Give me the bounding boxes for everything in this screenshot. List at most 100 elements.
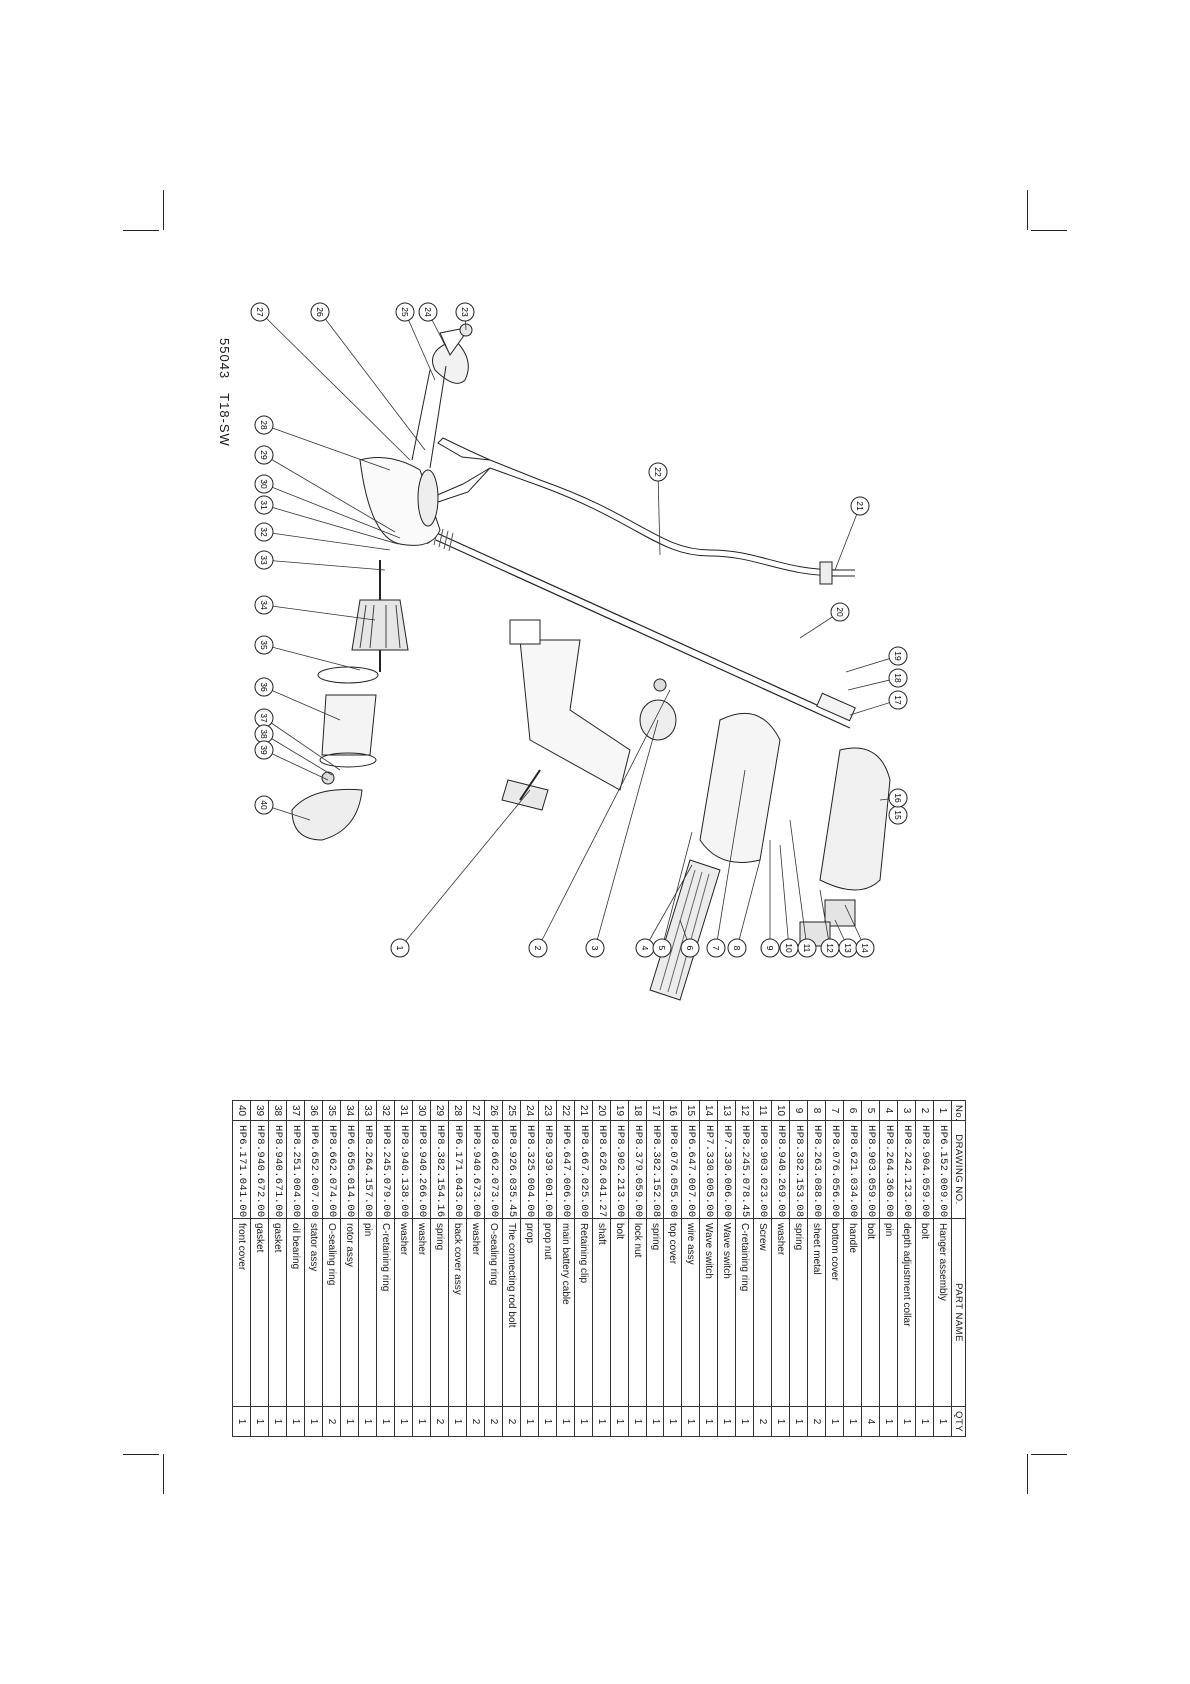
part-name: Screw: [753, 1218, 772, 1407]
quantity: 2: [484, 1406, 503, 1437]
callout-bubble: 14: [855, 938, 875, 958]
callout-number: 2: [533, 946, 543, 951]
header-drawing-no: DRAWING NO.: [951, 1120, 966, 1219]
callout-number: 39: [259, 745, 269, 755]
quantity: 1: [574, 1406, 593, 1437]
drawing-number: HP8.325.004.00: [520, 1120, 539, 1219]
part-name: Hanger assembly: [933, 1218, 952, 1407]
callout-number: 18: [893, 673, 903, 683]
callout-leader-line: [657, 471, 661, 556]
row-number: 1: [933, 1100, 952, 1121]
callout-number: 20: [835, 607, 845, 617]
callout-bubble: 10: [779, 938, 799, 958]
row-number: 14: [699, 1100, 718, 1121]
callout-leader-line: [263, 686, 341, 721]
row-number: 38: [268, 1100, 287, 1121]
part-name: depth adjustment collar: [897, 1218, 916, 1407]
model-label: 55043 T18-SW: [212, 338, 232, 447]
callout-leader-line: [594, 719, 659, 949]
part-name: washer: [394, 1218, 413, 1407]
part-name: prop: [520, 1218, 539, 1407]
quantity: 2: [322, 1406, 341, 1437]
shaft-part: [425, 524, 856, 729]
quantity: 1: [556, 1406, 575, 1437]
quantity: 1: [376, 1406, 395, 1437]
callout-number: 25: [400, 307, 410, 317]
callout-bubble: 27: [250, 302, 270, 322]
callout-leader-line: [263, 717, 341, 771]
row-number: 8: [807, 1100, 826, 1121]
callout-number: 7: [711, 946, 721, 951]
quantity: 1: [879, 1406, 898, 1437]
callout-leader-line: [319, 311, 426, 451]
callout-bubble: 1: [390, 938, 410, 958]
drawing-number: HP8.076.056.00: [825, 1120, 844, 1219]
row-number: 40: [232, 1100, 251, 1121]
quantity: 1: [250, 1406, 269, 1437]
row-number: 39: [250, 1100, 269, 1121]
drawing-number: HP8.667.025.00: [574, 1120, 593, 1219]
drawing-number: HP8.940.138.00: [394, 1120, 413, 1219]
callout-number: 40: [259, 800, 269, 810]
exploded-parts-diagram: 1234567891011121314151617181920212223242…: [250, 302, 908, 1001]
callout-number: 26: [315, 307, 325, 317]
callout-number: 27: [255, 307, 265, 317]
callout-leader-line: [789, 819, 808, 949]
callout-bubble: 9: [760, 938, 780, 958]
callout-number: 35: [259, 640, 269, 650]
drawing-number: HP8.242.123.00: [897, 1120, 916, 1219]
back-cover-part: [359, 457, 441, 546]
stator-part: [317, 666, 379, 768]
callout-bubble: 24: [418, 302, 438, 322]
callout-leader-line: [263, 559, 386, 571]
callout-number: 37: [259, 713, 269, 723]
row-number: 18: [628, 1100, 647, 1121]
row-number: 9: [789, 1100, 808, 1121]
crop-mark-bottom-right-v: [1027, 1454, 1028, 1494]
row-number: 17: [646, 1100, 664, 1121]
part-name: gasket: [268, 1218, 287, 1407]
row-number: 11: [753, 1100, 772, 1121]
callout-number: 9: [765, 946, 775, 951]
part-name: bottom cover: [825, 1218, 844, 1407]
callout-bubble: 26: [310, 302, 330, 322]
header-qty: QTY: [951, 1406, 966, 1437]
callout-bubble: 21: [850, 496, 870, 516]
callout-bubble: 15: [888, 805, 908, 825]
row-number: 32: [376, 1100, 395, 1121]
quantity: 2: [466, 1406, 485, 1437]
row-number: 5: [861, 1100, 880, 1121]
quantity: 1: [268, 1406, 287, 1437]
callout-number: 34: [259, 600, 269, 610]
row-number: 24: [520, 1100, 539, 1121]
callout-leader-line: [399, 789, 531, 949]
callout-bubble: 32: [254, 522, 274, 542]
rotor-part: [351, 560, 409, 672]
quantity: 1: [771, 1406, 790, 1437]
row-number: 7: [825, 1100, 844, 1121]
part-name: wire assy: [681, 1218, 700, 1407]
row-number: 23: [538, 1100, 557, 1121]
drawing-number: HP8.245.079.00: [376, 1120, 395, 1219]
callout-leader-line: [404, 311, 436, 381]
drawing-number: HP8.382.154.16: [430, 1120, 449, 1219]
callout-leader-line: [263, 483, 401, 539]
part-name: C-retaining ring: [735, 1218, 754, 1407]
quantity: 1: [681, 1406, 700, 1437]
part-name: pin: [879, 1218, 898, 1407]
drawing-number: HP8.904.059.00: [915, 1120, 934, 1219]
quantity: 1: [520, 1406, 539, 1437]
part-name: spring: [430, 1218, 449, 1407]
